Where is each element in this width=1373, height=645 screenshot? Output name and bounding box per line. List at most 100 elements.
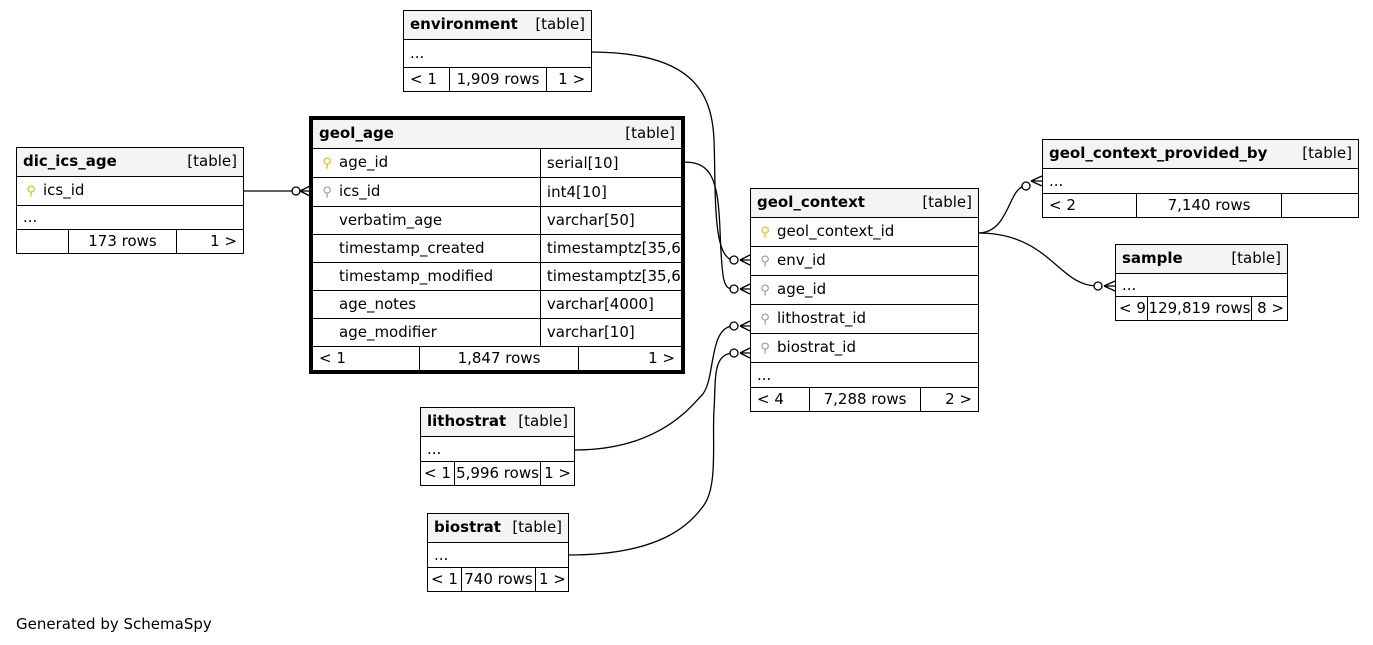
table-type-tag: [table] xyxy=(922,193,973,211)
table-type-tag: [table] xyxy=(535,15,586,33)
column-type: varchar[10] xyxy=(539,318,684,347)
children-count[interactable]: 1 > xyxy=(540,461,575,486)
column-type: varchar[50] xyxy=(539,206,684,235)
generated-by-footer: Generated by SchemaSpy xyxy=(16,615,212,633)
parents-count[interactable]: < 2 xyxy=(1042,193,1137,218)
row-count: 1,909 rows xyxy=(449,67,547,92)
row-count: 5,996 rows xyxy=(454,461,541,486)
children-count[interactable]: 8 > xyxy=(1250,296,1289,321)
column-row[interactable]: ⚲ lithostrat_id xyxy=(749,304,980,334)
column-name: geol_context_id xyxy=(777,222,895,240)
column-row[interactable]: ⚲age_id xyxy=(749,275,980,305)
children-count[interactable]: 1 > xyxy=(534,567,570,592)
row-count: 7,288 rows xyxy=(809,387,921,412)
table-title: geol_age xyxy=(319,124,394,142)
row-count: 740 rows xyxy=(461,567,536,592)
table-title: lithostrat xyxy=(427,412,507,430)
edge-optional-marker xyxy=(729,284,739,294)
edge-optional-marker xyxy=(729,321,739,331)
column-name: biostrat_id xyxy=(777,338,856,356)
children-count[interactable] xyxy=(1281,193,1359,218)
parents-count[interactable]: < 1 xyxy=(310,346,420,373)
column-row[interactable]: ⚲ env_id xyxy=(749,246,980,276)
row-count: 173 rows xyxy=(68,229,177,254)
column-row[interactable]: age_modifier varchar[10] xyxy=(310,318,684,347)
children-count[interactable]: 1 > xyxy=(176,229,244,254)
parents-count[interactable]: < 1 xyxy=(420,461,455,486)
column-type: timestamptz[35,6] xyxy=(539,262,684,291)
edge-crowfoot xyxy=(739,283,751,295)
edge-geol-context-to-sample xyxy=(977,232,1098,287)
edge-lithostrat-to-geol-context xyxy=(574,325,735,451)
column-name: lithostrat_id xyxy=(777,309,867,327)
table-title: environment xyxy=(410,15,518,33)
children-count[interactable]: 1 > xyxy=(578,346,684,373)
row-count: 129,819 rows xyxy=(1147,296,1252,321)
parents-count[interactable]: < 9 xyxy=(1115,296,1148,321)
row-count: 7,140 rows xyxy=(1136,193,1282,218)
edge-crowfoot xyxy=(739,254,751,266)
table-title: dic_ics_age xyxy=(23,152,117,170)
parents-count[interactable]: < 4 xyxy=(750,387,810,412)
foreign-key-icon: ⚲ xyxy=(760,283,770,298)
more-columns: ... xyxy=(426,542,570,568)
edge-crowfoot xyxy=(1030,175,1043,187)
column-name: timestamp_created xyxy=(339,239,485,257)
edge-optional-marker xyxy=(1093,281,1103,291)
table-type-tag: [table] xyxy=(1302,144,1352,162)
column-row[interactable]: ⚲ics_id xyxy=(16,176,244,206)
edge-optional-marker xyxy=(291,186,301,196)
table-title: geol_context_provided_by xyxy=(1049,144,1268,162)
column-name: verbatim_age xyxy=(339,211,443,229)
table-geol-context[interactable]: geol_context [table] ⚲ geol_context_id ⚲ en… xyxy=(749,188,980,412)
table-title: sample xyxy=(1122,249,1183,267)
column-type: serial[10] xyxy=(539,148,684,178)
more-columns: ... xyxy=(420,436,575,462)
children-count[interactable]: 1 > xyxy=(545,67,593,92)
primary-key-icon: ⚲ xyxy=(760,225,770,240)
table-title: geol_context xyxy=(757,193,865,211)
column-name: env_id xyxy=(777,251,826,269)
parents-count[interactable]: < 1 xyxy=(403,67,450,92)
children-count[interactable]: 2 > xyxy=(919,387,980,412)
edge-optional-marker xyxy=(729,348,739,358)
column-name: age_modifier xyxy=(339,323,437,341)
row-count: 1,847 rows xyxy=(418,346,580,373)
more-columns: ... xyxy=(1042,168,1359,194)
edge-optional-marker xyxy=(1021,181,1031,191)
more-columns: ... xyxy=(749,362,980,388)
parents-count[interactable]: < 1 xyxy=(427,567,462,592)
edge-crowfoot xyxy=(299,185,311,197)
table-type-tag: [table] xyxy=(625,124,675,142)
foreign-key-icon: ⚲ xyxy=(760,254,770,269)
parents-count[interactable] xyxy=(16,229,69,254)
column-name: ics_id xyxy=(43,181,85,199)
edge-crowfoot xyxy=(739,320,751,332)
column-type: int4[10] xyxy=(539,177,684,207)
column-name: ics_id xyxy=(339,182,381,200)
edge-crowfoot xyxy=(739,347,751,359)
foreign-key-icon: ⚲ xyxy=(322,185,332,200)
foreign-key-icon: ⚲ xyxy=(760,341,770,356)
column-row[interactable]: ⚲ geol_context_id xyxy=(749,217,980,247)
column-row[interactable]: ⚲ ics_id int4[10] xyxy=(310,177,684,207)
foreign-key-icon: ⚲ xyxy=(760,312,770,327)
edge-biostrat-to-geol-context xyxy=(567,352,735,556)
table-type-tag: [table] xyxy=(1231,249,1282,267)
column-row[interactable]: ⚲ biostrat_id xyxy=(749,333,980,363)
column-type: varchar[4000] xyxy=(539,290,684,319)
more-columns: ... xyxy=(402,39,593,68)
column-row[interactable]: verbatim_age varchar[50] xyxy=(310,206,684,235)
